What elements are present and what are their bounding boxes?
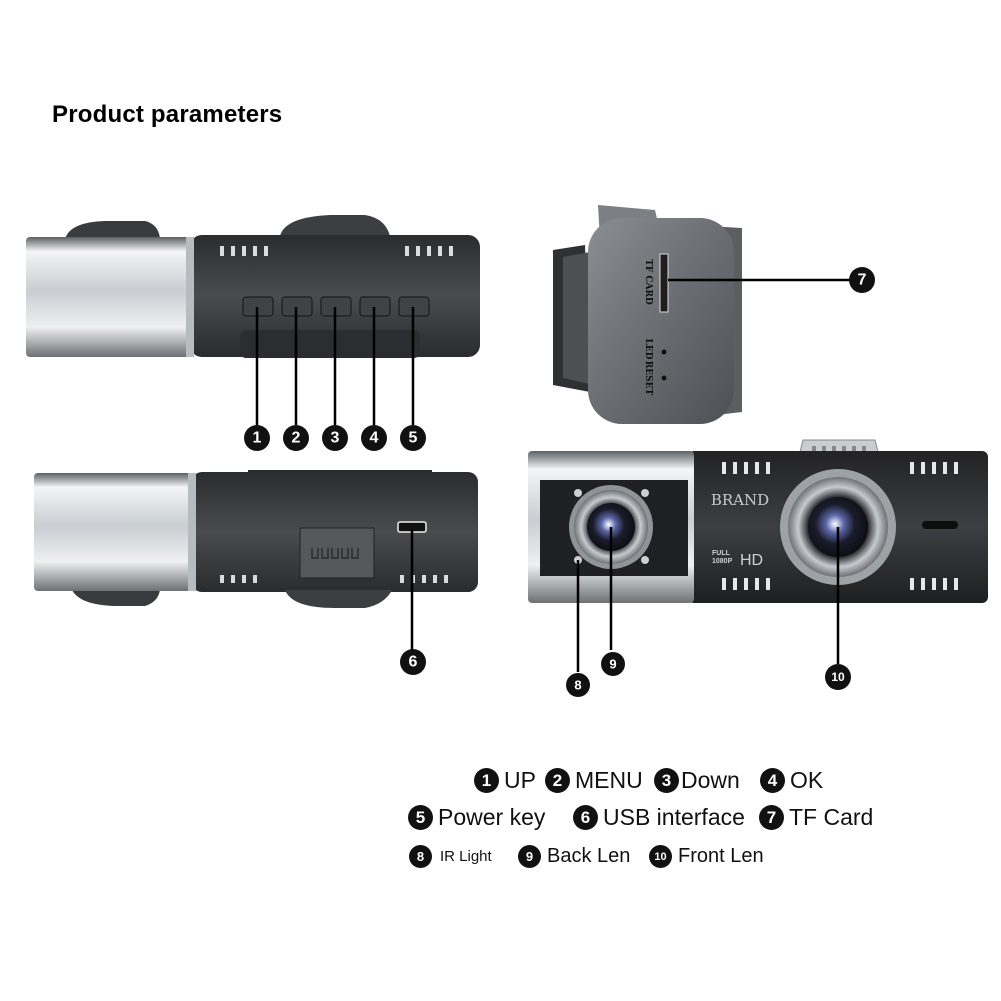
legend-item-tf-card: 7 TF Card <box>759 804 873 831</box>
legend-label: TF Card <box>789 804 874 830</box>
front-view: BRAND FULL 1080P HD <box>528 439 988 672</box>
mount-clip <box>299 527 375 579</box>
legend-badge: 3 <box>654 768 679 793</box>
svg-text:7: 7 <box>858 272 867 289</box>
legend-label: Back Len <box>547 845 631 867</box>
legend-item-down: 3 Down <box>654 767 740 794</box>
side-body <box>588 218 734 424</box>
svg-text:8: 8 <box>574 678 581 693</box>
hd-mark-text: HD <box>740 552 763 569</box>
svg-text:4: 4 <box>370 430 379 447</box>
side-view: TF CARD LED RESET <box>553 205 850 424</box>
top-mount-right <box>280 215 390 236</box>
callout-8 <box>566 673 590 697</box>
hd-full-text: FULL <box>712 550 731 557</box>
callout-1 <box>244 425 270 451</box>
callout-6 <box>400 649 426 675</box>
legend-label: MENU <box>575 767 643 793</box>
front-slot <box>922 521 958 529</box>
callout-badges: 1 2 3 4 5 6 7 8 9 10 <box>244 267 875 697</box>
callout-10 <box>825 664 851 690</box>
brand-text: BRAND <box>711 491 769 509</box>
legend-label: USB interface <box>603 804 745 830</box>
legend-item-up: 1 UP <box>474 767 536 794</box>
legend-badge: 6 <box>573 805 598 830</box>
tf-card-slot[interactable] <box>659 253 669 313</box>
callout-4 <box>361 425 387 451</box>
hd-res-text: 1080P <box>712 558 733 565</box>
legend-label: Power key <box>438 804 546 830</box>
legend-item-menu: 2 MENU <box>545 767 643 794</box>
callout-9 <box>601 652 625 676</box>
bottom-metal-barrel <box>34 473 196 591</box>
legend-item-power-key: 5 Power key <box>408 804 545 831</box>
tf-card-label: TF CARD <box>643 259 653 305</box>
callout-3 <box>322 425 348 451</box>
ir-light-bottom-right <box>641 556 649 564</box>
top-metal-barrel <box>26 237 194 357</box>
reset-hole[interactable] <box>661 375 667 381</box>
legend-badge: 10 <box>649 845 672 868</box>
ir-light-top-right <box>641 489 649 497</box>
ir-light-top-left <box>574 489 582 497</box>
bottom-view <box>34 470 478 650</box>
legend-label: Front Len <box>678 845 764 867</box>
legend-badge: 7 <box>759 805 784 830</box>
top-body <box>190 235 480 357</box>
svg-text:9: 9 <box>609 657 616 672</box>
reset-label: RESET <box>643 361 653 396</box>
legend-label: IR Light <box>440 848 492 865</box>
legend-badge: 2 <box>545 768 570 793</box>
svg-text:3: 3 <box>331 430 340 447</box>
front-callout-lines <box>576 527 840 672</box>
top-mount-left <box>65 221 160 239</box>
page-title: Product parameters <box>52 101 283 128</box>
callout-7 <box>849 267 875 293</box>
legend-item-front-len: 10 Front Len <box>649 845 764 868</box>
svg-text:5: 5 <box>409 430 418 447</box>
legend-item-ir-light: 8 IR Light <box>409 845 492 868</box>
legend-badge: 9 <box>518 845 541 868</box>
legend-badge: 8 <box>409 845 432 868</box>
legend-label: UP <box>504 767 536 793</box>
svg-text:1: 1 <box>253 430 262 447</box>
led-indicator <box>661 349 667 355</box>
legend-label: Down <box>681 767 740 793</box>
callout-2 <box>283 425 309 451</box>
callout-5 <box>400 425 426 451</box>
legend-badge: 4 <box>760 768 785 793</box>
svg-text:10: 10 <box>831 670 845 684</box>
legend-label: OK <box>790 767 824 793</box>
svg-text:2: 2 <box>292 430 301 447</box>
legend-badge: 1 <box>474 768 499 793</box>
legend-item-usb-interface: 6 USB interface <box>573 804 745 831</box>
top-bottom-lip <box>240 330 420 358</box>
top-callout-lines <box>255 307 415 425</box>
svg-text:6: 6 <box>409 654 418 671</box>
led-label: LED <box>643 339 653 360</box>
legend-item-back-len: 9 Back Len <box>518 845 630 868</box>
top-view <box>26 215 480 425</box>
top-vent-left <box>220 246 268 256</box>
top-vent-right <box>405 246 453 256</box>
legend-badge: 5 <box>408 805 433 830</box>
legend-item-ok: 4 OK <box>760 767 823 794</box>
